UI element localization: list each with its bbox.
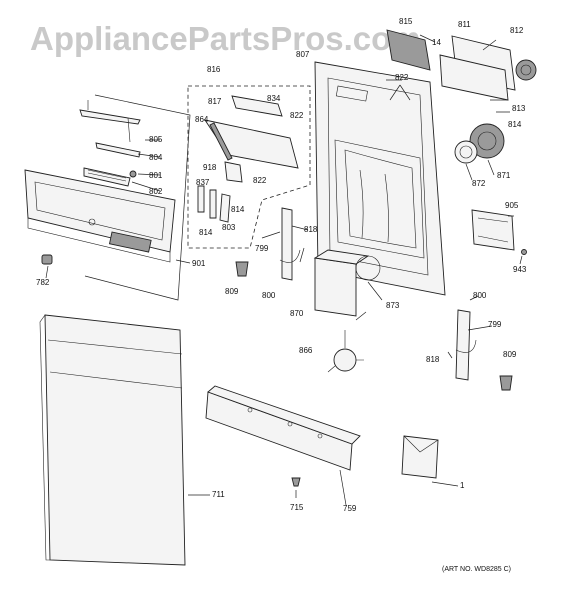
ring-872 (454, 140, 478, 164)
label-905: 905 (505, 201, 519, 210)
label-837: 837 (196, 178, 210, 187)
label-803: 803 (222, 223, 236, 232)
label-804: 804 (149, 153, 163, 162)
label-809-right: 809 (503, 350, 517, 359)
label-14: 14 (432, 38, 441, 47)
vent-815 (386, 29, 431, 71)
label-818-left: 818 (304, 225, 318, 234)
label-711: 711 (212, 490, 225, 499)
bearing-871 (469, 123, 505, 159)
label-818-right: 818 (426, 355, 440, 364)
label-811: 811 (458, 20, 471, 29)
label-800-right: 800 (473, 291, 487, 300)
valve-866 (327, 330, 364, 373)
bracket-805 (79, 100, 141, 143)
part-804 (95, 142, 141, 158)
control-panel-901 (24, 94, 191, 301)
label-814-top: 814 (508, 120, 522, 129)
gasket-873 (355, 255, 381, 281)
label-816: 816 (207, 65, 221, 74)
label-943: 943 (513, 265, 527, 274)
label-814-mid: 814 (231, 205, 245, 214)
bracket-905 (471, 209, 515, 251)
label-872: 872 (472, 179, 486, 188)
label-805: 805 (149, 135, 163, 144)
label-817: 817 (208, 97, 222, 106)
label-802: 802 (149, 187, 163, 196)
label-815: 815 (399, 17, 413, 26)
label-799-left: 799 (255, 244, 269, 253)
toekick-759 (205, 385, 361, 471)
label-799-right: 799 (488, 320, 502, 329)
label-822-box: 822 (290, 111, 304, 120)
part-782 (41, 254, 53, 265)
outer-door-711 (39, 314, 186, 566)
label-1: 1 (460, 481, 465, 490)
label-873: 873 (386, 301, 400, 310)
inner-door-807 (314, 61, 446, 296)
label-813: 813 (512, 104, 526, 113)
label-822-mid: 822 (253, 176, 267, 185)
screw-715 (291, 477, 301, 487)
box-870 (313, 249, 370, 317)
label-901: 901 (192, 259, 206, 268)
assembly-box-816 (187, 85, 311, 249)
label-801: 801 (149, 171, 163, 180)
label-807: 807 (296, 50, 310, 59)
screw-943 (521, 249, 527, 255)
label-918: 918 (203, 163, 217, 172)
label-812: 812 (510, 26, 524, 35)
art-number: (ART NO. WD8285 C) (442, 566, 511, 573)
hinge-800-right (455, 309, 477, 381)
bag-1 (401, 435, 439, 479)
label-822-top: 822 (395, 73, 409, 82)
label-809-left: 809 (225, 287, 239, 296)
label-871: 871 (497, 171, 511, 180)
label-866: 866 (299, 346, 313, 355)
vent-811 (439, 35, 516, 101)
label-759: 759 (343, 504, 357, 513)
label-800-left: 800 (262, 291, 276, 300)
hinge-800-left (279, 207, 301, 281)
cap-812 (515, 59, 537, 81)
leader-lines (45, 34, 523, 506)
label-782: 782 (36, 278, 50, 287)
label-814-low: 814 (199, 228, 213, 237)
watermark: AppliancePartsPros.com (30, 20, 421, 57)
label-864: 864 (195, 115, 209, 124)
knob-809-left (235, 261, 249, 277)
part-802 (83, 167, 131, 187)
label-870: 870 (290, 309, 304, 318)
label-834: 834 (267, 94, 281, 103)
screw-801 (129, 170, 137, 178)
knob-809-right (499, 375, 513, 391)
label-715: 715 (290, 503, 304, 512)
